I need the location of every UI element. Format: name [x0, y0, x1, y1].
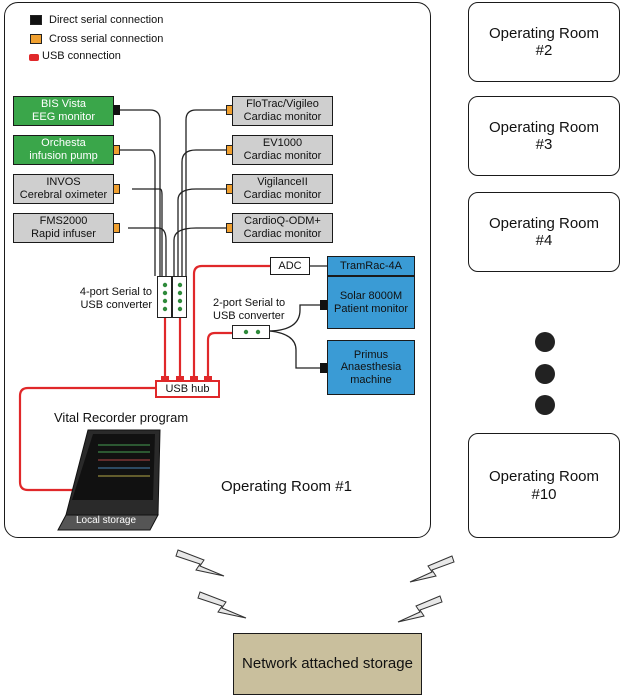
cross-port — [113, 145, 120, 155]
device-name: Orchesta — [41, 137, 86, 150]
direct-port — [320, 363, 327, 373]
legend-label: Cross serial connection — [49, 33, 164, 45]
device-name: CardioQ-ODM+ — [244, 215, 321, 228]
room-number: #3 — [535, 136, 553, 153]
device-type: Cardiac monitor — [243, 228, 322, 240]
serial-wires-left — [120, 109, 167, 276]
primus-box: Primus Anaesthesia machine — [327, 340, 415, 395]
adc-box: ADC — [270, 257, 310, 275]
usb-hub-label: USB hub — [165, 382, 210, 395]
device-name: VigilanceII — [257, 176, 308, 189]
primus-name: Primus — [353, 348, 389, 361]
device-invos: INVOS Cerebral oximeter — [13, 174, 114, 204]
device-type: Cardiac monitor — [243, 189, 322, 201]
device-name: FMS2000 — [39, 215, 88, 228]
device-type: Cardiac monitor — [243, 150, 322, 162]
serial-wires-right — [173, 109, 226, 276]
room-name: Operating Room — [488, 468, 600, 486]
local-storage-label: Local storage — [75, 515, 137, 526]
vital-recorder-label: Vital Recorder program — [54, 410, 189, 425]
cross-port — [226, 184, 233, 194]
room-number: #4 — [535, 232, 553, 249]
legend-label: Direct serial connection — [49, 14, 164, 26]
device-vigilance: VigilanceII Cardiac monitor — [232, 174, 333, 204]
solar-monitor-box: Solar 8000M Patient monitor — [327, 276, 415, 329]
usb-hub: USB hub — [155, 380, 220, 398]
device-name: INVOS — [46, 176, 81, 189]
four-port-converter-a — [157, 276, 172, 318]
solar-name: Solar 8000M — [339, 289, 403, 302]
device-type: infusion pump — [29, 150, 98, 162]
four-port-converter-b — [172, 276, 187, 318]
room-number: #2 — [535, 42, 553, 59]
tramrac-box: TramRac-4A — [327, 256, 415, 276]
operating-room-10: Operating Room #10 — [468, 433, 620, 538]
wireless-icons — [175, 549, 455, 623]
cross-port — [113, 223, 120, 233]
device-ev1000: EV1000 Cardiac monitor — [232, 135, 333, 165]
operating-room-3: Operating Room #3 — [468, 96, 620, 176]
device-name: EV1000 — [262, 137, 303, 150]
primus-line3: machine — [350, 373, 392, 386]
device-flotrac: FloTrac/Vigileo Cardiac monitor — [232, 96, 333, 126]
nas-label: Network attached storage — [242, 655, 413, 673]
primus-line2: Anaesthesia — [340, 361, 402, 374]
room-name: Operating Room — [488, 214, 600, 232]
tramrac-label: TramRac-4A — [340, 259, 402, 272]
two-port-converter — [232, 325, 270, 339]
operating-room-2: Operating Room #2 — [468, 2, 620, 82]
cross-port — [226, 145, 233, 155]
device-type: EEG monitor — [32, 111, 95, 123]
room-name: Operating Room — [488, 24, 600, 42]
adc-label: ADC — [278, 259, 302, 272]
direct-swatch — [30, 15, 42, 25]
solar-type: Patient monitor — [334, 302, 408, 315]
four-port-line2: USB converter — [80, 299, 152, 312]
device-bis-vista: BIS Vista EEG monitor — [13, 96, 114, 126]
legend-cross: Cross serial connection — [30, 33, 163, 45]
device-type: Cerebral oximeter — [19, 189, 108, 201]
direct-port — [320, 300, 327, 310]
device-name: FloTrac/Vigileo — [246, 98, 319, 111]
device-fms2000: FMS2000 Rapid infuser — [13, 213, 114, 243]
cross-port — [226, 223, 233, 233]
room-name: Operating Room — [488, 118, 600, 136]
four-port-label: 4-port Serial to USB converter — [72, 286, 152, 312]
direct-port — [113, 105, 120, 115]
room-1-label: Operating Room #1 — [221, 478, 352, 495]
more-rooms-dots — [535, 332, 555, 415]
device-orchesta: Orchesta infusion pump — [13, 135, 114, 165]
device-type: Rapid infuser — [31, 228, 96, 240]
legend-label: USB connection — [42, 50, 121, 62]
laptop-icon — [57, 429, 161, 531]
room-number: #10 — [531, 485, 557, 503]
two-port-line2: USB converter — [213, 310, 285, 323]
cross-port — [113, 184, 120, 194]
two-port-label: 2-port Serial to USB converter — [213, 297, 285, 323]
legend-direct: Direct serial connection — [30, 14, 163, 26]
legend-usb: USB connection — [42, 50, 121, 62]
two-port-line1: 2-port Serial to — [213, 297, 286, 309]
cross-port — [226, 105, 233, 115]
device-name: BIS Vista — [40, 98, 87, 111]
operating-room-4: Operating Room #4 — [468, 192, 620, 272]
device-cardioq: CardioQ-ODM+ Cardiac monitor — [232, 213, 333, 243]
network-attached-storage: Network attached storage — [233, 633, 422, 695]
four-port-line1: 4-port Serial to — [79, 286, 152, 298]
usb-wires — [18, 264, 270, 492]
device-type: Cardiac monitor — [243, 111, 322, 123]
cross-swatch — [30, 34, 42, 44]
